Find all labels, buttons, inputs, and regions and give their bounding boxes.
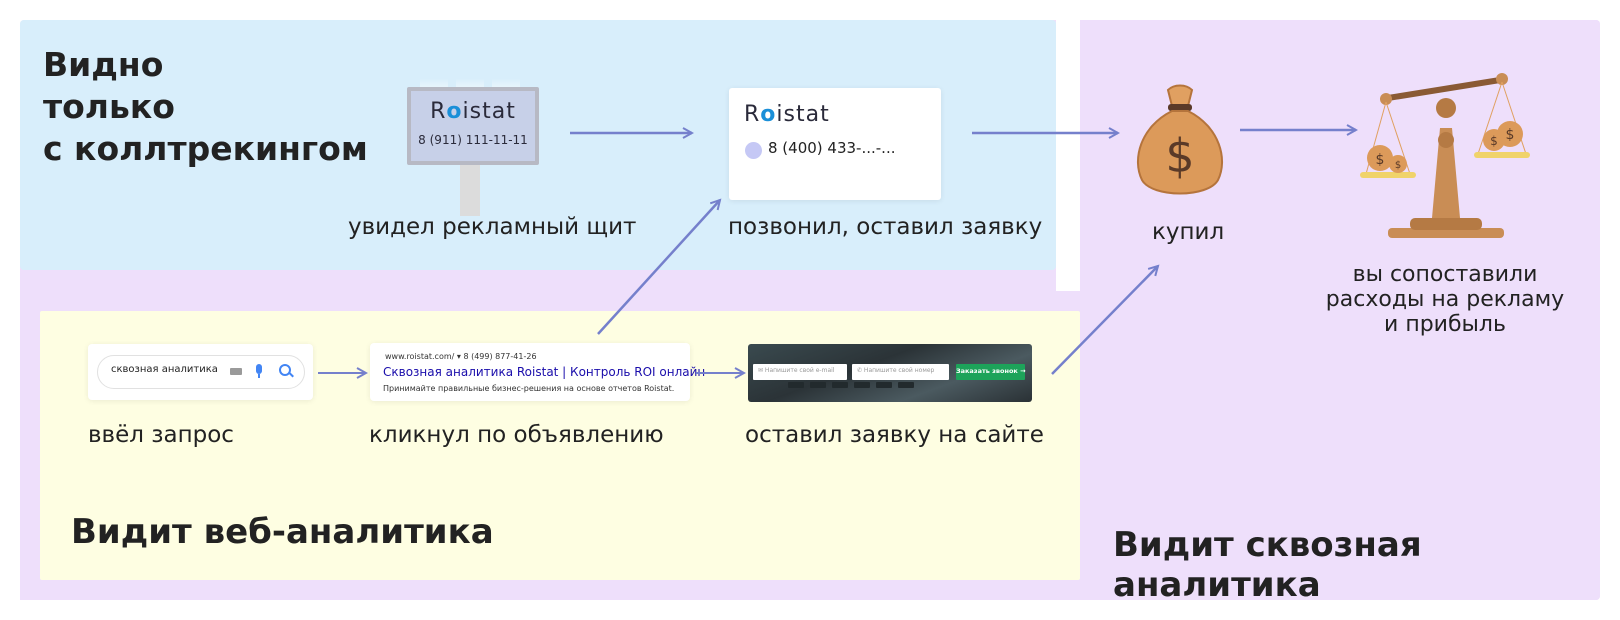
call-tracking-title: Видно только с коллтрекингом (43, 45, 368, 168)
roistat-logo: Roistat (430, 99, 516, 124)
dollar-sign: $ (1165, 129, 1194, 183)
money-bag-icon: $ (1137, 84, 1223, 195)
svg-text:$: $ (1506, 127, 1515, 143)
billboard-phone: 8 (911) 111-11-11 (418, 133, 528, 147)
microphone-stem (258, 374, 260, 378)
search-icon[interactable] (279, 364, 291, 376)
ad-caption: кликнул по объявлению (369, 422, 664, 448)
phone-status-dot (745, 142, 762, 159)
call-caption: позвонил, оставил заявку (728, 214, 1043, 240)
keyboard-key (810, 382, 826, 388)
search-input[interactable]: сквозная аналитика (97, 355, 305, 389)
web-analytics-title: Видит веб-аналитика (71, 512, 494, 552)
search-widget: сквозная аналитика (88, 344, 313, 400)
keyboard-icon[interactable] (230, 368, 242, 375)
roistat-logo: Roistat (744, 102, 830, 127)
site-caption: оставил заявку на сайте (745, 422, 1044, 448)
keyboard-key (876, 382, 892, 388)
billboard: Roistat 8 (911) 111-11-11 (407, 87, 539, 165)
phone-field[interactable]: ✆ Напишите свой номер (852, 364, 949, 380)
site-form-screenshot: ✉ Напишите свой e-mail ✆ Напишите свой н… (748, 344, 1032, 402)
svg-text:$: $ (1490, 134, 1498, 148)
keyboard-key (788, 382, 804, 388)
keyboard-key (898, 382, 914, 388)
email-field[interactable]: ✉ Напишите свой e-mail (753, 364, 847, 380)
billboard-caption: увидел рекламный щит (348, 214, 637, 240)
svg-text:$: $ (1395, 160, 1401, 171)
keyboard-key (854, 382, 870, 388)
zone-gap (1056, 20, 1080, 292)
call-phone: 8 (400) 433-...-... (768, 139, 896, 157)
search-icon-handle (289, 372, 294, 378)
search-ad-card: www.roistat.com/ ▾ 8 (499) 877-41-26 Скв… (370, 343, 705, 401)
ad-title-link[interactable]: Сквозная аналитика Roistat | Контроль RO… (383, 365, 706, 379)
scales-icon: $ $ $ $ (1360, 73, 1530, 238)
end-to-end-title: Видит сквозная аналитика (1113, 525, 1422, 605)
ad-url[interactable]: www.roistat.com/ ▾ 8 (499) 877-41-26 (385, 352, 537, 361)
keyboard-key (832, 382, 848, 388)
compare-caption: вы сопоставили расходы на рекламу и приб… (1325, 262, 1565, 337)
purchase-caption: купил (1152, 219, 1225, 245)
svg-text:$: $ (1376, 152, 1385, 168)
request-call-button[interactable]: Заказать звонок → (956, 364, 1026, 380)
search-query: сквозная аналитика (111, 364, 218, 375)
ad-description: Принимайте правильные бизнес-решения на … (383, 384, 675, 393)
search-caption: ввёл запрос (88, 422, 234, 448)
microphone-icon[interactable] (256, 364, 262, 374)
roistat-call-card: Roistat 8 (400) 433-...-... (729, 88, 941, 200)
billboard-leg (460, 156, 480, 216)
